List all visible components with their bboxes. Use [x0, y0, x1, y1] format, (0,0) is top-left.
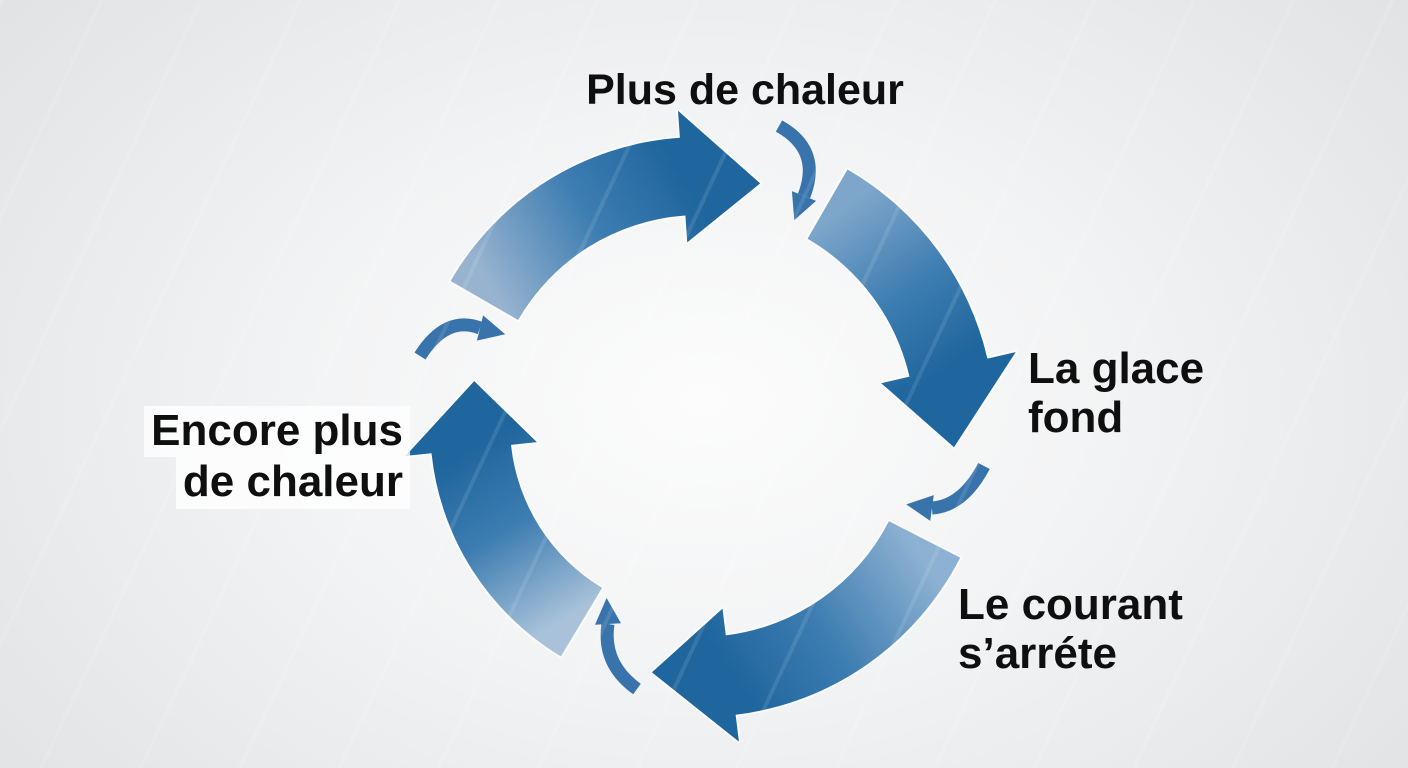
cycle-arrow-left — [403, 379, 605, 659]
label-highlight-box: de chaleur — [175, 457, 410, 509]
label-plus-de-chaleur: Plus de chaleur — [586, 66, 904, 114]
label-line: Le courant — [958, 580, 1183, 629]
connector-arrowhead-bottom-right — [906, 495, 934, 521]
label-line: Plus de chaleur — [586, 66, 904, 114]
label-highlight-box: Encore plus — [144, 406, 410, 458]
label-encore-plus-de-chaleur: Encore plus de chaleur — [50, 406, 410, 509]
label-line: Encore plus — [50, 406, 410, 458]
cycle-arrow-top — [448, 108, 763, 322]
connector-arrow-top-right — [775, 120, 816, 199]
connector-arrow-bottom-left — [600, 623, 641, 695]
label-line: de chaleur — [50, 457, 410, 509]
connector-arrowhead-bottom-left — [595, 598, 621, 625]
label-line: s’arréte — [958, 629, 1118, 679]
label-la-glace-fond: La glace fond — [1028, 344, 1204, 443]
label-line: La glace — [1028, 344, 1205, 393]
connector-arrowhead-top-left — [476, 315, 506, 341]
connector-arrowhead-top-right — [791, 191, 817, 221]
connector-arrow-top-left — [414, 318, 483, 360]
connector-arrow-bottom-right — [931, 462, 990, 515]
label-line: fond — [1028, 393, 1124, 443]
cycle-arrow-right — [805, 167, 1018, 450]
cycle-arrow-bottom — [649, 519, 963, 744]
label-le-courant-sarrete: Le courant s’arréte — [958, 580, 1183, 679]
